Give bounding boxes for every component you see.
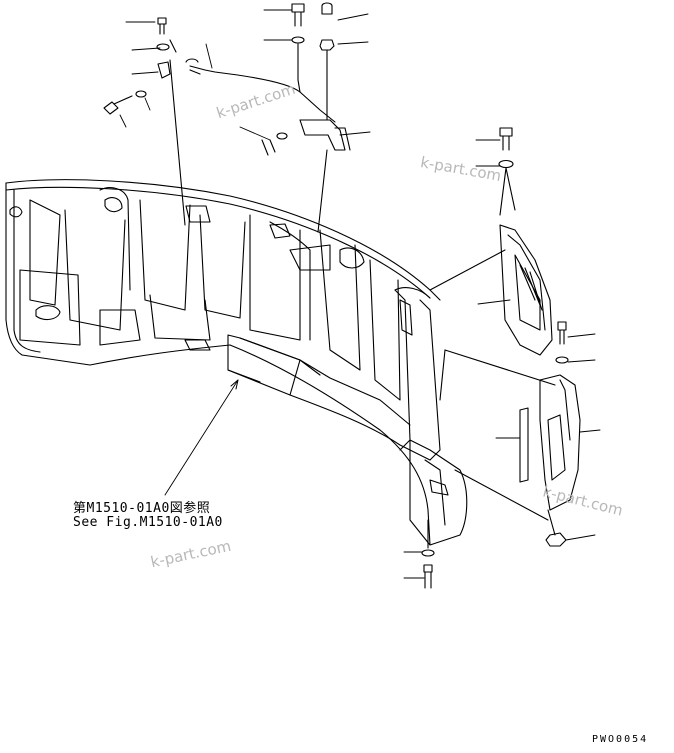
counterweight-frame [5,179,468,546]
leader-lines [119,9,601,579]
top-bracket-assembly [103,2,351,233]
bottom-bolt [421,519,435,589]
reference-note-en: See Fig.M1510-01A0 [73,515,223,530]
reference-note-jp: 第M1510-01A0図参照 [73,501,211,516]
drawing-code: PWO0054 [592,734,649,745]
right-cover-assembly [429,127,581,547]
